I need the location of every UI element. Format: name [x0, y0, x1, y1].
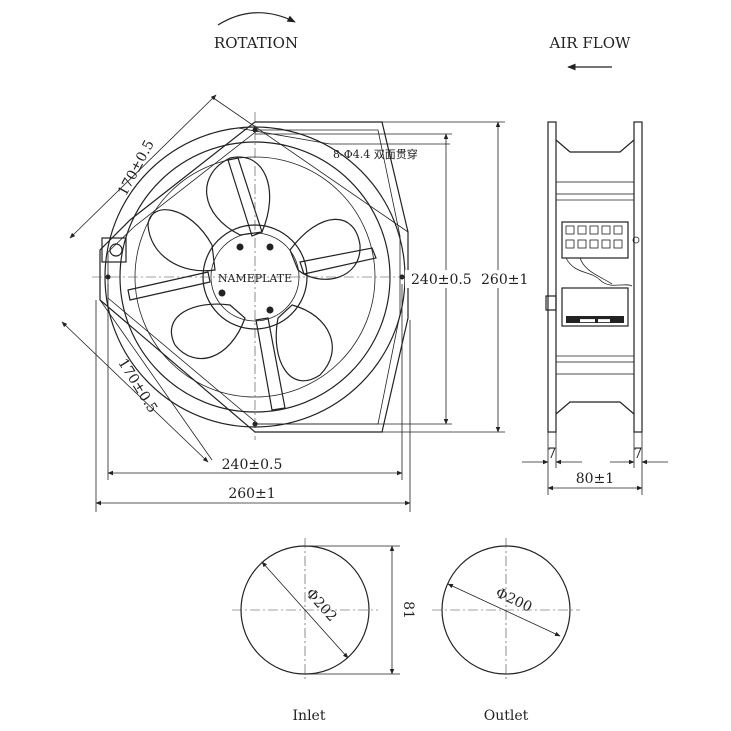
wire: [565, 257, 633, 287]
mount-hole: [105, 274, 111, 280]
inlet-view: Φ202 81 Inlet: [232, 538, 416, 724]
dim-flange-left: 7: [548, 446, 557, 462]
side-flange-right: [633, 121, 643, 433]
side-flange-left: [547, 121, 557, 433]
hub-screw: [236, 243, 244, 251]
side-body-bottom: [555, 401, 635, 415]
strut: [255, 317, 286, 411]
terminal-screw-icon: [601, 225, 611, 235]
outlet-view: Φ200 Outlet: [432, 538, 580, 724]
dim-vert-inner: 240±0.5: [411, 272, 472, 288]
support-struts: [127, 157, 377, 411]
terminal-screw-icon: [577, 239, 587, 249]
terminal-screw-icon: [613, 239, 623, 249]
outlet-label: Outlet: [484, 708, 529, 724]
terminal-screw-icon: [577, 225, 587, 235]
hub-screw: [266, 306, 274, 314]
dim-flange-right: 7: [634, 446, 643, 462]
hole-note: 8-Φ4.4 双面贯穿: [333, 147, 418, 161]
inlet-label: Inlet: [293, 708, 326, 724]
mount-edge: [211, 96, 409, 233]
strut: [227, 157, 263, 237]
rotation-indicator: ROTATION: [214, 12, 298, 52]
cable-entry: [545, 295, 557, 311]
dim-line-diag-upper: [69, 94, 217, 239]
side-body-top: [555, 139, 635, 153]
terminal-screw-icon: [613, 225, 623, 235]
side-rib: [555, 361, 635, 375]
dim-diag-lower: 170±0.5: [115, 356, 161, 416]
dim-depth: 80±1: [576, 471, 614, 487]
dim-bg: [405, 270, 475, 288]
wire: [579, 257, 613, 285]
terminal-screw-icon: [589, 239, 599, 249]
front-view: NAMEPLATE 8-Φ4.4 双面贯穿 170±0.5 170±0.5 24…: [61, 94, 528, 512]
rotation-label: ROTATION: [214, 34, 298, 52]
dim-bg: [479, 270, 527, 288]
strut: [299, 247, 377, 275]
terminal-screw-icon: [565, 239, 575, 249]
side-terminal-block: [561, 221, 629, 259]
fan-blade: [206, 156, 271, 236]
mount-edge: [99, 299, 213, 461]
dim-horiz-inner: 240±0.5: [222, 457, 283, 473]
hub-screw: [218, 289, 226, 297]
outlet-diameter: Φ200: [493, 585, 534, 616]
strut: [127, 271, 211, 301]
terminal-screw-icon: [601, 239, 611, 249]
fan-blade: [289, 218, 361, 280]
dim-line-outlet-diameter: [447, 583, 561, 637]
dim-line-diag-lower: [61, 321, 209, 463]
label-plate: ■■■■■ ■■■■: [580, 318, 610, 324]
hub-screw: [266, 243, 274, 251]
terminal-screw-icon: [565, 225, 575, 235]
hole-note-leader: [237, 127, 331, 145]
cable-gland-icon: [109, 243, 123, 257]
height-dim: 81: [400, 601, 416, 619]
inlet-diameter: Φ202: [302, 586, 339, 625]
airflow-label: AIR FLOW: [549, 34, 631, 52]
terminal-screw-icon: [589, 225, 599, 235]
side-view: ■■■■■ ■■■■ 7 7 80±1: [522, 121, 668, 495]
dim-horiz-outer: 260±1: [228, 486, 275, 502]
label-plate-bar: [566, 316, 624, 323]
side-rib: [555, 181, 635, 195]
airflow-indicator: AIR FLOW: [549, 34, 631, 71]
ground-screw-icon: [632, 236, 640, 244]
side-capacitor: [561, 287, 629, 327]
dim-vert-outer: 260±1: [481, 272, 528, 288]
terminal-screws: [565, 225, 623, 249]
fan-blade: [170, 303, 246, 360]
fan-blade: [275, 304, 333, 382]
dim-line-inlet-diameter: [261, 561, 349, 659]
rotation-arrow-icon: [217, 12, 296, 26]
